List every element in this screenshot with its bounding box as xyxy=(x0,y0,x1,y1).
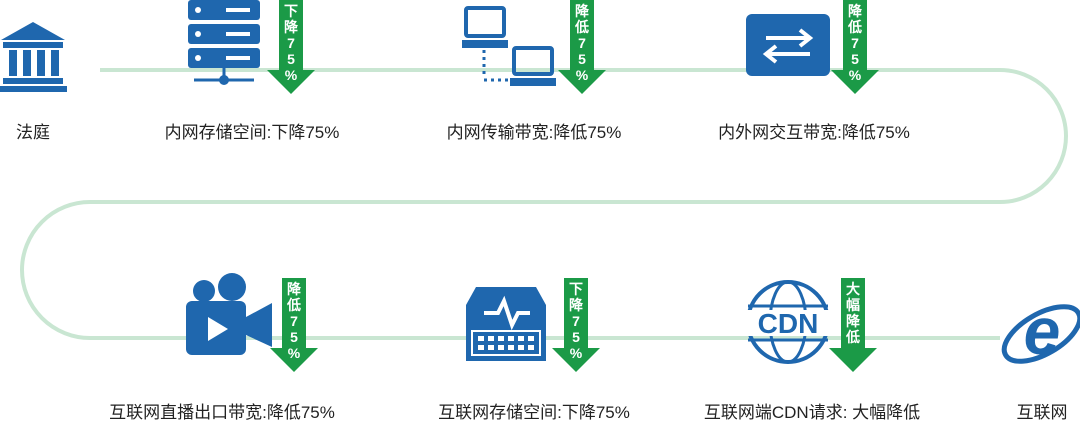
badge-char: % xyxy=(576,67,589,83)
badge-char: 5 xyxy=(578,51,586,67)
badge-char: 降 xyxy=(284,19,299,35)
internet-explorer-icon: e xyxy=(1001,294,1080,368)
badge-intranet-storage: 下降75% xyxy=(267,0,315,94)
badge-char: 低 xyxy=(845,329,860,345)
badge-char: 7 xyxy=(572,313,580,329)
node-label-intranet-storage: 内网存储空间:下降75% xyxy=(164,123,340,142)
down-arrow-badge-icon xyxy=(829,278,877,372)
badge-internet-storage: 下降75% xyxy=(552,278,600,372)
cdn-globe-icon: CDN xyxy=(744,280,832,364)
badge-char: % xyxy=(849,67,862,83)
down-arrow-badge-icon xyxy=(270,278,318,372)
svg-text:e: e xyxy=(1024,294,1061,368)
down-arrow-badge-icon xyxy=(558,0,606,94)
badge-char: 7 xyxy=(578,35,586,51)
connector-line xyxy=(20,68,1068,340)
badge-char: 低 xyxy=(286,297,301,313)
node-label-internet-broadcast: 互联网直播出口带宽:降低75% xyxy=(109,403,335,422)
node-label-cdn-requests: 互联网端CDN请求: 大幅降低 xyxy=(703,403,921,422)
video-camera-icon xyxy=(186,273,272,355)
badge-char: 下 xyxy=(284,3,298,19)
badge-char: 7 xyxy=(290,313,298,329)
badge-char: 低 xyxy=(574,19,589,35)
badge-char: 降 xyxy=(569,297,584,313)
badge-char: % xyxy=(285,67,298,83)
badge-char: % xyxy=(288,345,301,361)
exchange-arrows-icon xyxy=(746,14,830,76)
badge-char: 降 xyxy=(575,3,590,19)
node-label-internet-storage: 互联网存储空间:下降75% xyxy=(438,403,630,422)
badge-char: 5 xyxy=(572,329,580,345)
networked-computers-icon xyxy=(462,6,556,86)
badge-char: 降 xyxy=(846,313,861,329)
down-arrow-badge-icon xyxy=(831,0,879,94)
node-label-internet: 互联网 xyxy=(1016,403,1068,422)
badge-char: 大 xyxy=(846,281,860,297)
badge-char: 5 xyxy=(287,51,295,67)
node-label-intranet-transfer: 内网传输带宽:降低75% xyxy=(446,123,622,142)
badge-char: % xyxy=(570,345,583,361)
badge-char: 7 xyxy=(851,35,859,51)
badge-char: 下 xyxy=(569,281,583,297)
badge-char: 5 xyxy=(290,329,298,345)
storage-device-icon xyxy=(466,287,546,361)
badge-char: 7 xyxy=(287,35,295,51)
badge-char: 降 xyxy=(848,3,863,19)
badge-char: 低 xyxy=(847,19,862,35)
badge-exchange-bandwidth: 降低75% xyxy=(831,0,879,94)
node-label-exchange-bandwidth: 内外网交互带宽:降低75% xyxy=(718,123,910,142)
court-building-icon xyxy=(0,22,67,92)
server-rack-icon xyxy=(188,0,260,85)
down-arrow-badge-icon xyxy=(552,278,600,372)
node-label-court: 法庭 xyxy=(16,123,50,142)
badge-internet-broadcast: 降低75% xyxy=(270,278,318,372)
badge-char: 幅 xyxy=(846,297,860,313)
badge-char: 降 xyxy=(287,281,302,297)
svg-text:CDN: CDN xyxy=(758,308,819,339)
badge-intranet-transfer: 降低75% xyxy=(558,0,606,94)
down-arrow-badge-icon xyxy=(267,0,315,94)
badge-char: 5 xyxy=(851,51,859,67)
badge-cdn-requests: 大幅降低 xyxy=(829,278,877,372)
